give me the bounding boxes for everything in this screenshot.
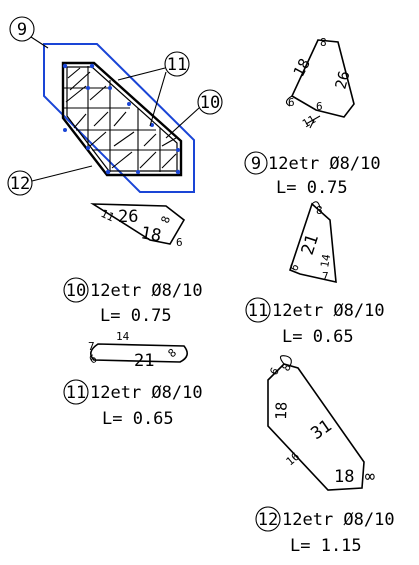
svg-text:26: 26 — [118, 207, 138, 227]
svg-text:14: 14 — [318, 253, 333, 269]
svg-text:8: 8 — [316, 204, 323, 217]
marker-11: 11 — [117, 51, 190, 127]
bar-10-spec: 12etr Ø8/10 — [90, 281, 203, 301]
bar-11a-shape: 8 21 6 14 7 — [287, 201, 337, 284]
bar-11a-spec: 12etr Ø8/10 — [272, 301, 385, 321]
svg-text:6: 6 — [316, 100, 323, 113]
svg-text:11: 11 — [300, 113, 318, 131]
svg-text:10: 10 — [200, 93, 220, 113]
marker-10: 10 — [165, 89, 223, 139]
svg-text:8: 8 — [320, 36, 327, 49]
svg-text:26: 26 — [331, 69, 353, 91]
stirrup-outer — [61, 61, 183, 177]
bar-10-shape: 11 26 18 8 6 — [90, 203, 186, 249]
svg-text:6: 6 — [288, 96, 295, 109]
bar-11b-spec: 12etr Ø8/10 — [90, 383, 203, 403]
svg-text:6: 6 — [176, 236, 183, 249]
bar-11b-length: L= 0.65 — [102, 409, 174, 429]
svg-text:18 ∞: 18 ∞ — [334, 467, 375, 487]
svg-text:7: 7 — [88, 340, 95, 353]
bar-11b-caption: 11 12etr Ø8/10 L= 0.65 — [63, 379, 203, 429]
bar-11b-shape: 14 7 6 21 8 — [87, 330, 188, 371]
bar-9-caption: 9 12etr Ø8/10 L= 0.75 — [244, 151, 381, 198]
svg-text:9: 9 — [17, 20, 27, 40]
svg-text:11: 11 — [248, 301, 268, 321]
bar-11a-length: L= 0.65 — [282, 327, 354, 347]
svg-text:18: 18 — [139, 223, 163, 246]
svg-text:9: 9 — [251, 154, 261, 174]
svg-text:10: 10 — [66, 281, 86, 301]
svg-text:18: 18 — [272, 401, 291, 420]
bar-9-spec: 12etr Ø8/10 — [268, 154, 381, 174]
bar-12-shape: 6 8 18 31 16 18 ∞ — [267, 355, 375, 491]
marker-12: 12 — [7, 165, 93, 196]
bar-9-shape: 8 18 26 6 6 11 — [285, 36, 355, 131]
svg-text:12: 12 — [258, 510, 278, 530]
svg-text:14: 14 — [116, 330, 130, 343]
bar-10-length: L= 0.75 — [100, 306, 172, 326]
svg-text:7: 7 — [322, 270, 329, 283]
svg-text:11: 11 — [99, 207, 117, 224]
bar-12-spec: 12etr Ø8/10 — [282, 510, 395, 530]
svg-text:12: 12 — [10, 174, 30, 194]
bar-10-caption: 10 12etr Ø8/10 L= 0.75 — [63, 277, 203, 326]
bar-12-caption: 12 12etr Ø8/10 L= 1.15 — [255, 506, 395, 556]
svg-text:11: 11 — [66, 383, 86, 403]
svg-text:11: 11 — [167, 55, 187, 75]
section-outline — [43, 43, 195, 193]
section-internal-ties — [64, 66, 178, 172]
marker-9: 9 — [9, 16, 49, 49]
bar-11a-caption: 11 12etr Ø8/10 L= 0.65 — [245, 297, 385, 347]
section-view: 9 11 10 12 — [7, 16, 223, 196]
bar-12-length: L= 1.15 — [290, 536, 362, 556]
bar-9-length: L= 0.75 — [276, 178, 348, 198]
svg-text:8: 8 — [159, 214, 173, 225]
svg-text:21: 21 — [134, 351, 154, 371]
